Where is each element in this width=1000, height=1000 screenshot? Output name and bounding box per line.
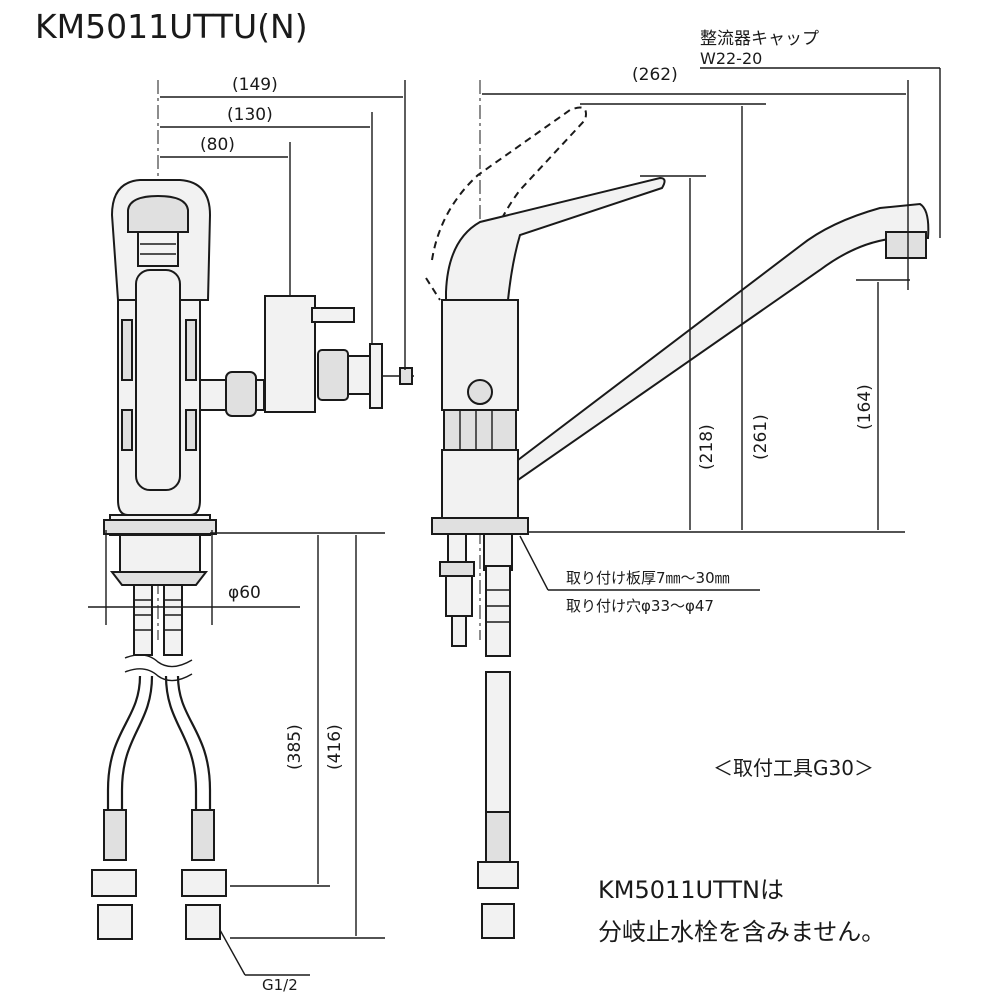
note-line-1: KM5011UTTNは [598, 876, 784, 904]
aerator-cap-label: 整流器キャップ [700, 29, 819, 49]
front-view [91, 80, 414, 940]
dim-130: (130) [227, 105, 273, 125]
thread-label: G1/2 [262, 976, 298, 994]
dim-262: (262) [632, 65, 678, 85]
model-title: KM5011UTTU(N) [35, 7, 308, 46]
dim-261: (261) [751, 414, 771, 460]
dim-149: (149) [232, 75, 278, 95]
note-line-2: 分岐止水栓を含みません。 [598, 918, 885, 946]
side-view [425, 80, 930, 939]
mount-hole-label: 取り付け穴φ33～φ47 [566, 597, 714, 615]
front-view-dimensions: (149) (130) (80) φ60 (385) (416) G1/2 [88, 75, 406, 994]
dim-80: (80) [200, 135, 235, 155]
dim-phi60: φ60 [228, 583, 261, 603]
dim-385: (385) [285, 724, 305, 770]
dim-416: (416) [325, 724, 345, 770]
dim-218: (218) [697, 424, 717, 470]
aerator-code-label: W22-20 [700, 49, 762, 68]
side-view-dimensions: (262) 整流器キャップ W22-20 (218) (261) (164) 取… [482, 29, 941, 615]
mount-thickness-label: 取り付け板厚7㎜～30㎜ [566, 569, 730, 587]
tool-label: ＜取付工具G30＞ [713, 756, 874, 780]
dim-164: (164) [855, 384, 875, 430]
